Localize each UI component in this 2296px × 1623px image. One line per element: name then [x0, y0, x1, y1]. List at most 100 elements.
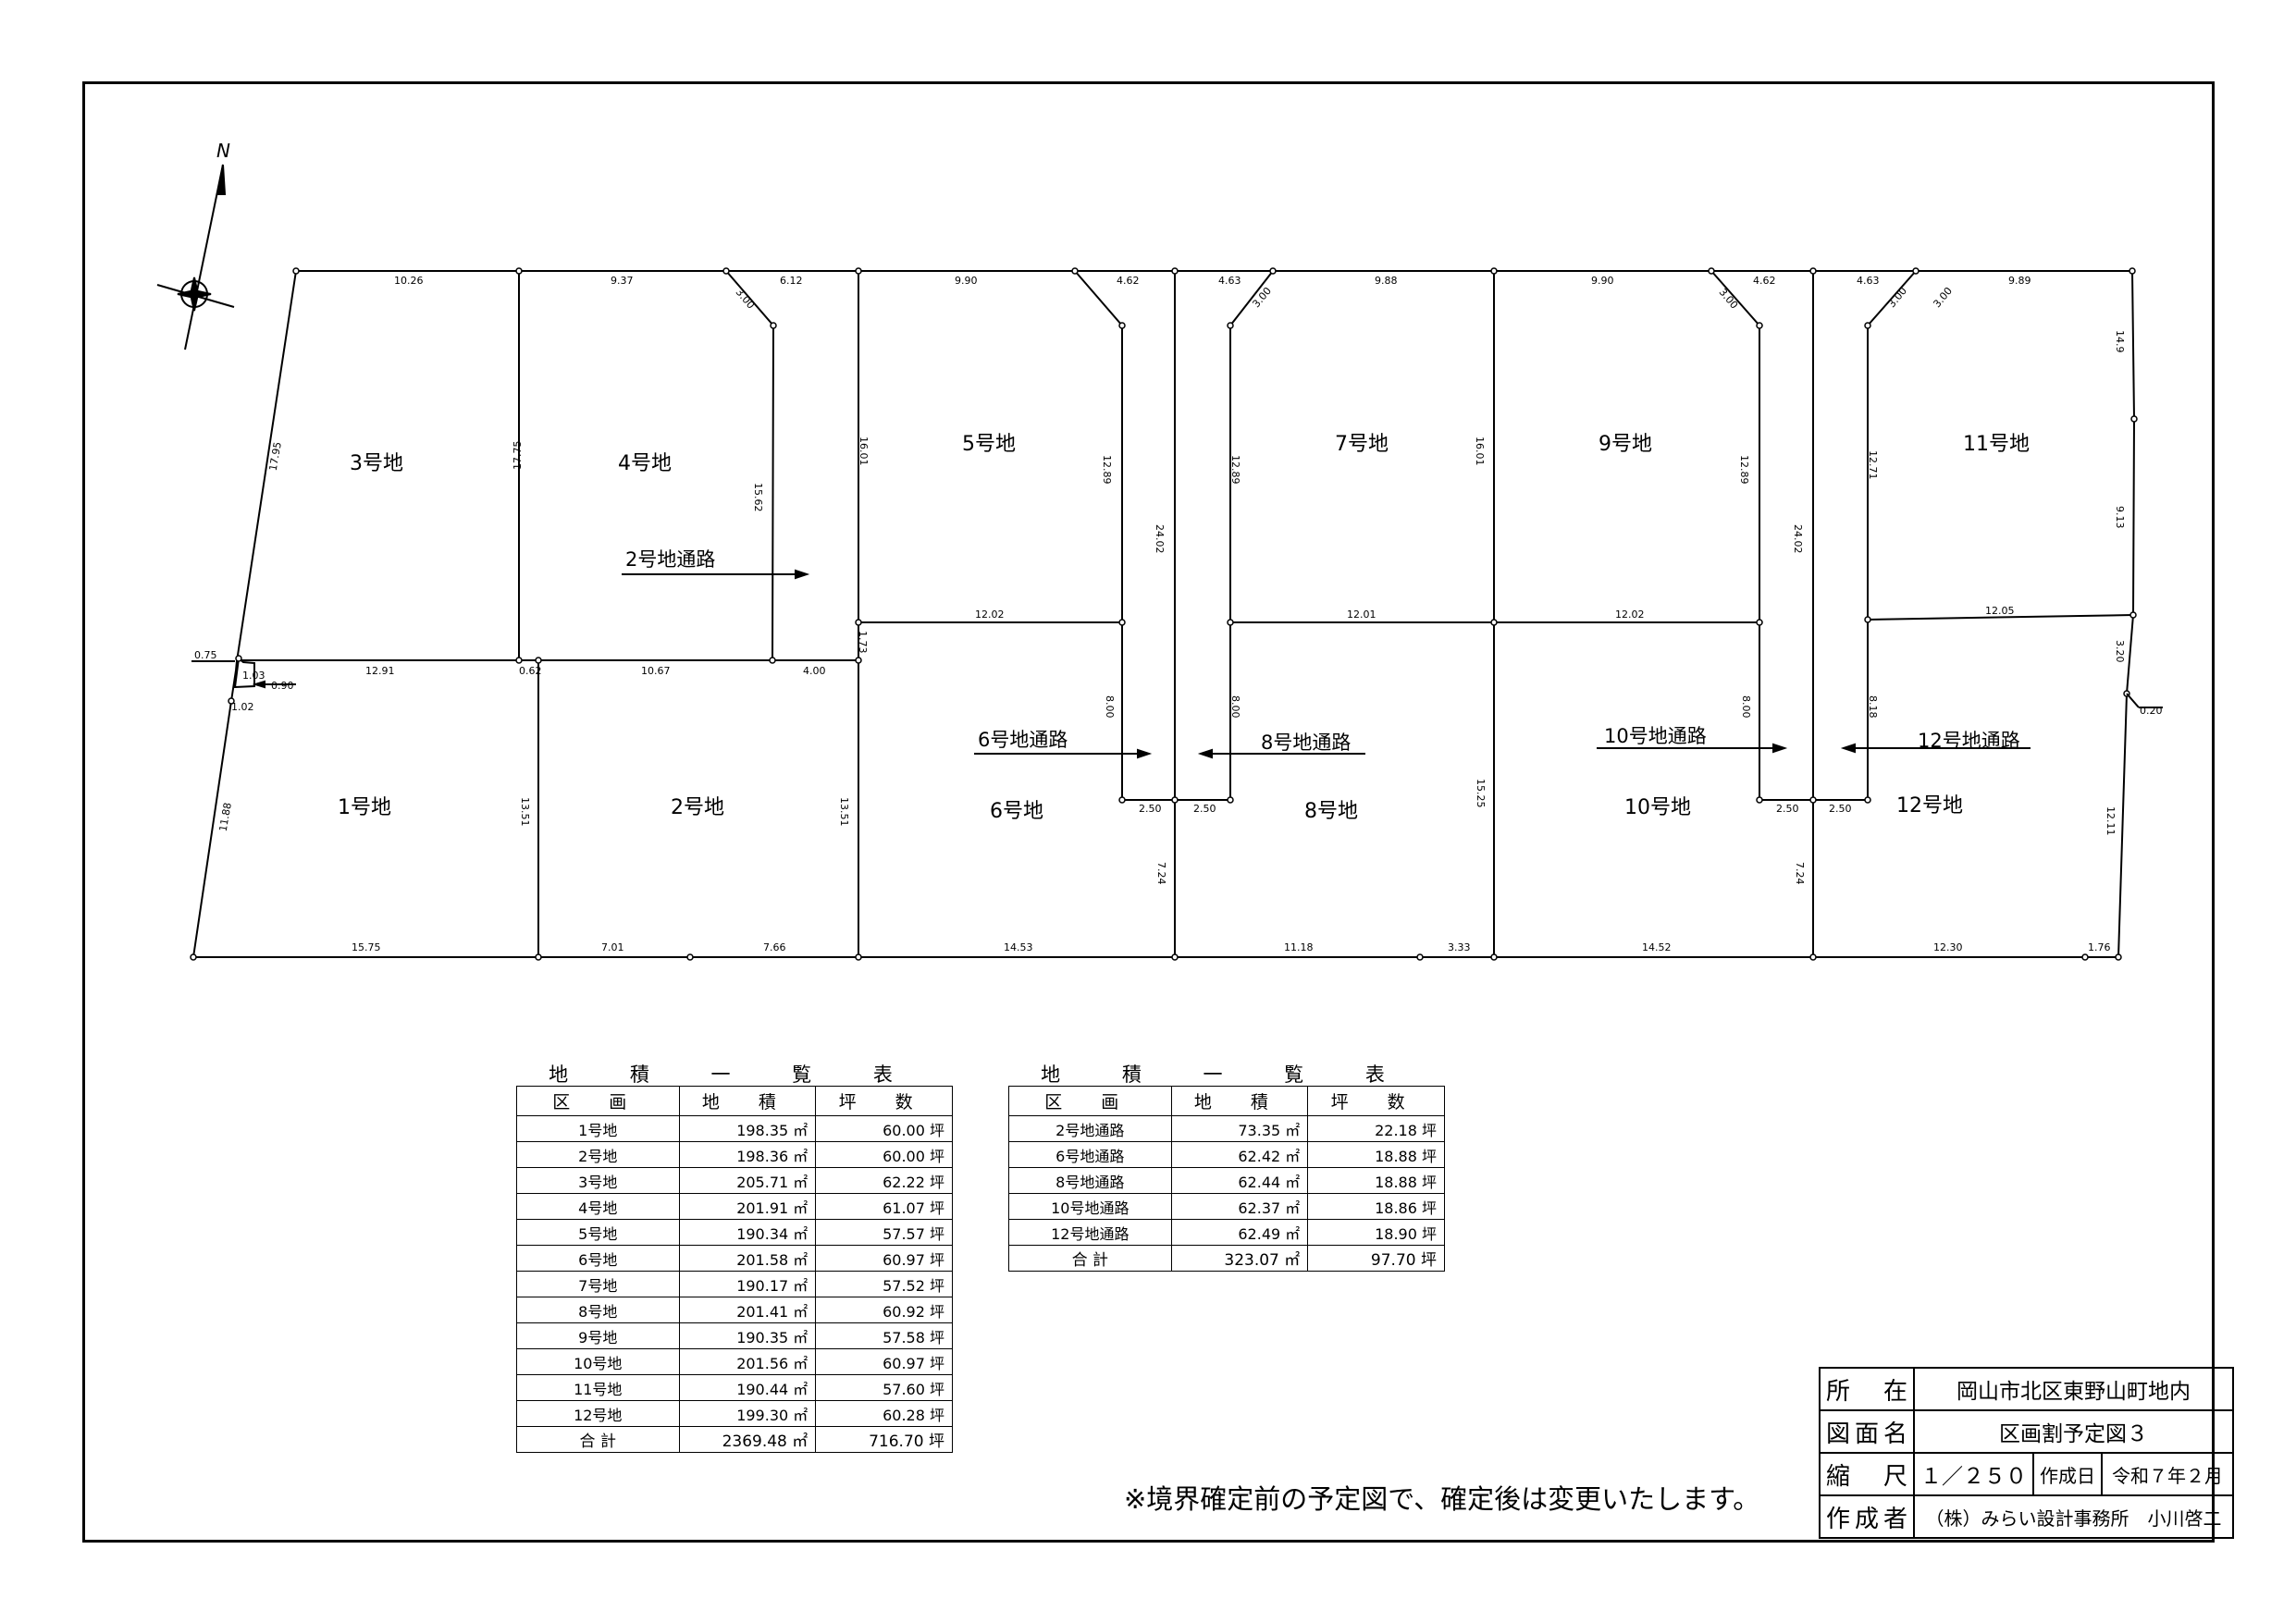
cell-name: 7号地: [516, 1271, 680, 1297]
dim-label: 16.01: [858, 436, 870, 466]
dim-label: 3.00: [1931, 285, 1955, 310]
table2-header-area: 地 積: [1170, 1086, 1309, 1116]
table2-header-section: 区 画: [1008, 1086, 1172, 1116]
cell-tsubo: 60.92 坪: [815, 1297, 953, 1323]
dim-label: 7.24: [1155, 862, 1167, 885]
dim-label: 10.67: [641, 665, 671, 677]
cell-area: 201.56 ㎡: [678, 1348, 817, 1375]
cell-tsubo: 18.86 坪: [1307, 1193, 1445, 1220]
cell-area: 201.58 ㎡: [678, 1245, 817, 1272]
dim-label: 12.91: [365, 665, 395, 677]
cell-area: 73.35 ㎡: [1170, 1115, 1309, 1142]
cell-area: 62.42 ㎡: [1170, 1141, 1309, 1168]
dim-label: 4.63: [1857, 275, 1880, 287]
passage-2-label: 2号地通路: [625, 548, 715, 571]
passage-8-label: 8号地通路: [1261, 732, 1351, 754]
dim-label: 4.62: [1117, 275, 1140, 287]
lot-2-label: 2号地: [671, 796, 724, 819]
dim-label: 1.03: [242, 670, 265, 682]
created-date-label: 作成日: [2032, 1452, 2103, 1496]
dim-label: 1.73: [857, 631, 869, 654]
cell-name: 2号地: [516, 1141, 680, 1168]
dim-label: 12.02: [975, 609, 1005, 621]
table2-header-tsubo: 坪 数: [1307, 1086, 1445, 1116]
cell-tsubo: 62.22 坪: [815, 1167, 953, 1194]
lot-8-label: 8号地: [1304, 800, 1358, 823]
dim-label: 2.50: [1139, 803, 1162, 815]
cell-area: 62.49 ㎡: [1170, 1219, 1309, 1246]
cell-tsubo: 97.70 坪: [1307, 1245, 1445, 1272]
cell-name: 5号地: [516, 1219, 680, 1246]
dim-label: 8.00: [1229, 695, 1241, 719]
north-label: N: [216, 140, 230, 162]
lot-9-label: 9号地: [1599, 433, 1652, 456]
lot-boundaries: [191, 270, 2136, 958]
title-block: 所 在 岡山市北区東野山町地内 図面名 区画割予定図３ 縮 尺 １／２５０ 作成…: [1819, 1367, 2234, 1539]
cell-area: 205.71 ㎡: [678, 1167, 817, 1194]
lot-7-label: 7号地: [1335, 433, 1389, 456]
cell-area: 199.30 ㎡: [678, 1400, 817, 1427]
table1-header-area: 地 積: [678, 1086, 817, 1116]
dim-label: 13.51: [838, 797, 850, 827]
lot-10-label: 10号地: [1624, 796, 1691, 819]
survey-points: [190, 267, 2138, 961]
dim-label: 0.75: [194, 649, 217, 661]
cell-name: 10号地: [516, 1348, 680, 1375]
cell-tsubo: 716.70 坪: [815, 1426, 953, 1453]
dim-label: 15.75: [352, 941, 381, 953]
lot-3-label: 3号地: [350, 452, 403, 475]
drawing-frame: [82, 81, 2215, 1543]
cell-name: 9号地: [516, 1322, 680, 1349]
cell-area: 190.44 ㎡: [678, 1374, 817, 1401]
dim-label: 12.89: [1229, 455, 1241, 485]
cell-name: 12号地通路: [1008, 1219, 1172, 1246]
cell-name: 6号地: [516, 1245, 680, 1272]
author-value: （株）みらい設計事務所 小川啓二: [1913, 1494, 2234, 1539]
location-label: 所 在: [1819, 1367, 1915, 1411]
dim-label: 12.89: [1738, 455, 1750, 485]
cell-tsubo: 57.60 坪: [815, 1374, 953, 1401]
disclaimer-note: ※境界確定前の予定図で、確定後は変更いたします。: [1124, 1483, 1760, 1515]
dim-label: 4.62: [1753, 275, 1776, 287]
dim-label: 14.53: [1004, 941, 1033, 953]
compass-icon: [156, 164, 235, 350]
dim-label: 2.50: [1829, 803, 1852, 815]
cell-name: 11号地: [516, 1374, 680, 1401]
cell-tsubo: 18.90 坪: [1307, 1219, 1445, 1246]
cell-tsubo: 60.28 坪: [815, 1400, 953, 1427]
cell-tsubo: 18.88 坪: [1307, 1141, 1445, 1168]
scale-value: １／２５０: [1913, 1452, 2034, 1496]
dim-label: 2.50: [1776, 803, 1799, 815]
dim-label: 3.00: [734, 286, 758, 311]
cell-area: 62.44 ㎡: [1170, 1167, 1309, 1194]
dim-label: 24.02: [1792, 524, 1804, 554]
dim-label: 10.26: [394, 275, 424, 287]
dim-label: 11.88: [217, 802, 234, 832]
dim-label: 8.00: [1104, 695, 1116, 719]
cell-area: 2369.48 ㎡: [678, 1426, 817, 1453]
cell-tsubo: 60.97 坪: [815, 1348, 953, 1375]
cell-name: 12号地: [516, 1400, 680, 1427]
passage-6-label: 6号地通路: [978, 729, 1068, 751]
dim-label: 9.13: [2114, 506, 2126, 529]
dim-label: 14.52: [1642, 941, 1672, 953]
dim-label: 1.76: [2088, 941, 2111, 953]
passage-arrows: [191, 569, 2163, 759]
